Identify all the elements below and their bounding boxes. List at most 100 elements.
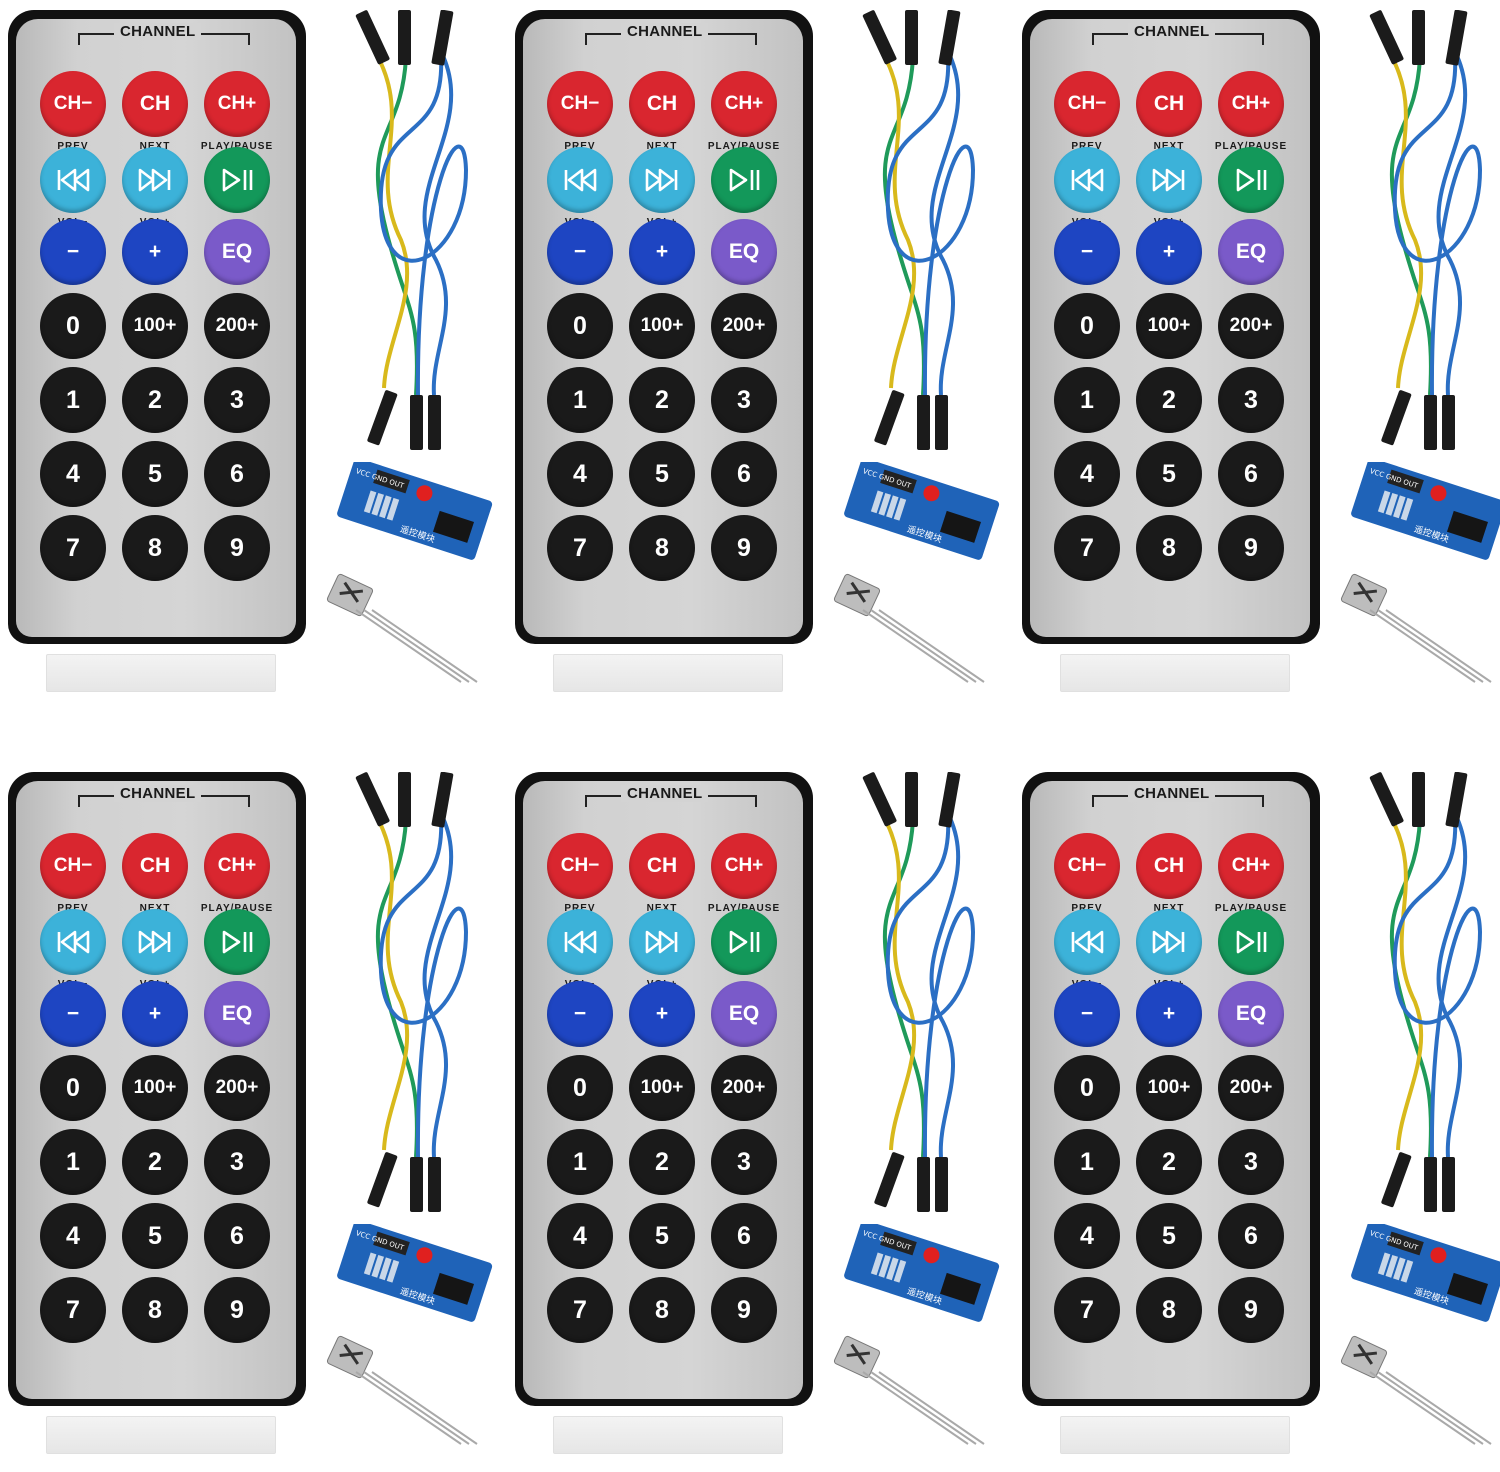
remote-button[interactable]: 9 bbox=[1218, 515, 1284, 581]
remote-button[interactable]: 1 bbox=[547, 1129, 613, 1195]
remote-button[interactable]: 9 bbox=[711, 515, 777, 581]
remote-button[interactable]: 4 bbox=[547, 1203, 613, 1269]
remote-button[interactable] bbox=[711, 147, 777, 213]
remote-button[interactable]: − bbox=[547, 981, 613, 1047]
remote-button[interactable]: CH+ bbox=[711, 833, 777, 899]
remote-button[interactable]: 2 bbox=[629, 367, 695, 433]
remote-button[interactable]: − bbox=[1054, 981, 1120, 1047]
remote-button[interactable]: 8 bbox=[629, 1277, 695, 1343]
remote-button[interactable]: 100+ bbox=[629, 1055, 695, 1121]
remote-button[interactable]: EQ bbox=[204, 219, 270, 285]
remote-button[interactable]: 2 bbox=[1136, 1129, 1202, 1195]
remote-button[interactable]: CH bbox=[629, 833, 695, 899]
remote-button[interactable]: CH bbox=[1136, 833, 1202, 899]
remote-button[interactable]: 4 bbox=[40, 441, 106, 507]
remote-button[interactable] bbox=[629, 147, 695, 213]
remote-button[interactable]: 7 bbox=[547, 1277, 613, 1343]
remote-button[interactable]: 3 bbox=[204, 1129, 270, 1195]
remote-button[interactable]: 5 bbox=[629, 441, 695, 507]
remote-button[interactable]: CH− bbox=[547, 71, 613, 137]
remote-button[interactable]: 9 bbox=[1218, 1277, 1284, 1343]
remote-button[interactable] bbox=[547, 909, 613, 975]
remote-button[interactable]: CH− bbox=[1054, 71, 1120, 137]
remote-button[interactable]: − bbox=[40, 981, 106, 1047]
remote-button[interactable]: 0 bbox=[547, 1055, 613, 1121]
remote-button[interactable]: 5 bbox=[122, 1203, 188, 1269]
remote-button[interactable]: 0 bbox=[40, 1055, 106, 1121]
remote-button[interactable]: 3 bbox=[711, 1129, 777, 1195]
remote-button[interactable]: 1 bbox=[1054, 367, 1120, 433]
remote-button[interactable]: 2 bbox=[1136, 367, 1202, 433]
remote-button[interactable]: 6 bbox=[204, 441, 270, 507]
remote-button[interactable]: 9 bbox=[711, 1277, 777, 1343]
remote-button[interactable]: EQ bbox=[204, 981, 270, 1047]
remote-button[interactable]: CH+ bbox=[1218, 833, 1284, 899]
remote-button[interactable]: CH+ bbox=[711, 71, 777, 137]
remote-button[interactable] bbox=[629, 909, 695, 975]
remote-button[interactable]: 6 bbox=[1218, 1203, 1284, 1269]
remote-button[interactable]: CH bbox=[1136, 71, 1202, 137]
remote-button[interactable]: 6 bbox=[1218, 441, 1284, 507]
remote-button[interactable] bbox=[1218, 909, 1284, 975]
remote-button[interactable] bbox=[1054, 147, 1120, 213]
remote-button[interactable]: − bbox=[547, 219, 613, 285]
remote-button[interactable] bbox=[547, 147, 613, 213]
remote-button[interactable]: 9 bbox=[204, 515, 270, 581]
remote-button[interactable]: + bbox=[122, 981, 188, 1047]
remote-button[interactable]: 7 bbox=[547, 515, 613, 581]
remote-button[interactable]: 200+ bbox=[1218, 293, 1284, 359]
remote-button[interactable]: 5 bbox=[122, 441, 188, 507]
remote-button[interactable]: CH− bbox=[1054, 833, 1120, 899]
remote-button[interactable]: 3 bbox=[1218, 1129, 1284, 1195]
remote-button[interactable] bbox=[1136, 909, 1202, 975]
remote-button[interactable] bbox=[1054, 909, 1120, 975]
remote-button[interactable] bbox=[711, 909, 777, 975]
remote-button[interactable]: 200+ bbox=[1218, 1055, 1284, 1121]
remote-button[interactable] bbox=[122, 147, 188, 213]
remote-button[interactable]: EQ bbox=[711, 981, 777, 1047]
remote-button[interactable]: 6 bbox=[204, 1203, 270, 1269]
remote-button[interactable]: 100+ bbox=[122, 293, 188, 359]
remote-button[interactable]: 1 bbox=[40, 367, 106, 433]
remote-button[interactable] bbox=[1136, 147, 1202, 213]
remote-button[interactable]: 4 bbox=[547, 441, 613, 507]
remote-button[interactable]: EQ bbox=[1218, 981, 1284, 1047]
remote-button[interactable]: 6 bbox=[711, 441, 777, 507]
remote-button[interactable]: 200+ bbox=[204, 1055, 270, 1121]
remote-button[interactable]: + bbox=[1136, 981, 1202, 1047]
remote-button[interactable]: 8 bbox=[1136, 1277, 1202, 1343]
remote-button[interactable]: 0 bbox=[1054, 293, 1120, 359]
remote-button[interactable]: 1 bbox=[1054, 1129, 1120, 1195]
remote-button[interactable]: 3 bbox=[1218, 367, 1284, 433]
remote-button[interactable]: 0 bbox=[40, 293, 106, 359]
remote-button[interactable]: 5 bbox=[1136, 1203, 1202, 1269]
remote-button[interactable]: 6 bbox=[711, 1203, 777, 1269]
remote-button[interactable]: + bbox=[122, 219, 188, 285]
remote-button[interactable] bbox=[204, 909, 270, 975]
remote-button[interactable]: 8 bbox=[629, 515, 695, 581]
remote-button[interactable]: CH+ bbox=[1218, 71, 1284, 137]
remote-button[interactable]: 200+ bbox=[204, 293, 270, 359]
remote-button[interactable]: 200+ bbox=[711, 293, 777, 359]
remote-button[interactable] bbox=[122, 909, 188, 975]
remote-button[interactable]: CH+ bbox=[204, 71, 270, 137]
remote-button[interactable]: 2 bbox=[122, 367, 188, 433]
remote-button[interactable]: CH bbox=[122, 71, 188, 137]
remote-button[interactable]: CH bbox=[629, 71, 695, 137]
remote-button[interactable]: 4 bbox=[1054, 1203, 1120, 1269]
remote-button[interactable]: + bbox=[629, 981, 695, 1047]
remote-button[interactable]: 4 bbox=[1054, 441, 1120, 507]
remote-button[interactable]: 5 bbox=[1136, 441, 1202, 507]
remote-button[interactable]: CH− bbox=[40, 833, 106, 899]
remote-button[interactable]: − bbox=[1054, 219, 1120, 285]
remote-button[interactable]: 2 bbox=[629, 1129, 695, 1195]
remote-button[interactable]: CH bbox=[122, 833, 188, 899]
remote-button[interactable]: 5 bbox=[629, 1203, 695, 1269]
remote-button[interactable]: 100+ bbox=[1136, 1055, 1202, 1121]
remote-button[interactable]: EQ bbox=[711, 219, 777, 285]
remote-button[interactable]: 0 bbox=[547, 293, 613, 359]
remote-button[interactable]: 9 bbox=[204, 1277, 270, 1343]
remote-button[interactable]: 8 bbox=[1136, 515, 1202, 581]
remote-button[interactable]: 100+ bbox=[122, 1055, 188, 1121]
remote-button[interactable]: 7 bbox=[1054, 1277, 1120, 1343]
